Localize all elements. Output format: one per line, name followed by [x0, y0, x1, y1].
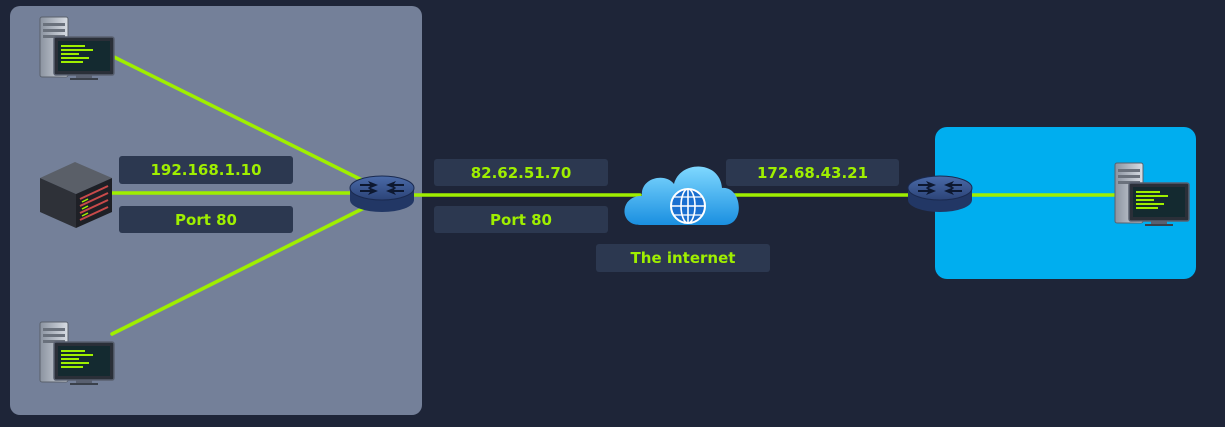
link-top-computer	[110, 54, 372, 186]
local-port-label: Port 80	[119, 206, 293, 233]
public-ip-label: 82.62.51.70	[434, 159, 608, 186]
link-bottom-computer	[110, 203, 372, 336]
internet-label: The internet	[596, 244, 770, 272]
local-ip-label: 192.168.1.10	[119, 156, 293, 184]
remote-ip-label: 172.68.43.21	[726, 159, 899, 186]
server-rack-icon	[40, 162, 112, 228]
router-icon	[349, 175, 415, 213]
cloud-globe-icon	[624, 166, 739, 225]
public-port-label: Port 80	[434, 206, 608, 233]
router-icon	[907, 175, 973, 213]
